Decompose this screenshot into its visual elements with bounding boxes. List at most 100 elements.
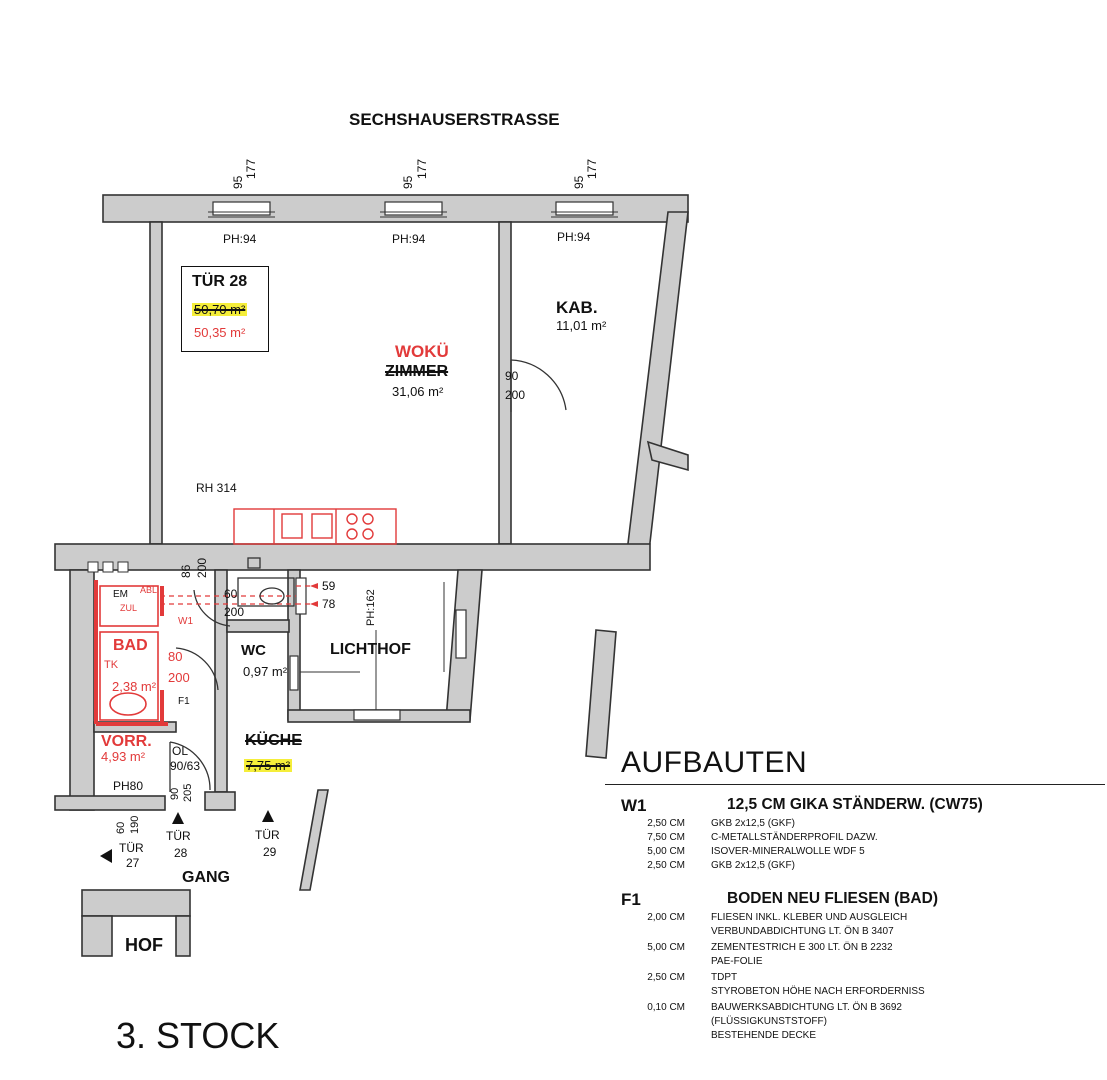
room-hof-name: HOF	[125, 935, 163, 955]
room-bad-area: 2,38 m²	[112, 679, 157, 694]
legend-rule	[605, 784, 1105, 785]
lichthof-windows	[289, 577, 467, 721]
tur-29-marker	[262, 810, 274, 822]
room-bad-name: BAD	[113, 637, 148, 654]
window-1-dim-bottom: 177	[244, 158, 258, 179]
legend-w1-row-dim: 2,50 CM	[647, 818, 685, 829]
legend-f1-row-desc: BAUWERKSABDICHTUNG LT. ÖN B 3692	[711, 1002, 902, 1013]
legend-w1-row-dim: 7,50 CM	[647, 832, 685, 843]
legend-f1-row-dim: 2,00 CM	[647, 912, 685, 923]
door-bad-width: 80	[168, 649, 183, 664]
room-main-height: RH 314	[196, 481, 237, 495]
door-kab-swing	[510, 359, 567, 411]
label-abl: ABL	[140, 585, 158, 595]
tur-29-number: 29	[263, 845, 277, 859]
room-bad-abbr: TK	[104, 659, 119, 671]
apartment-area-old: 50,70 m²	[192, 302, 248, 317]
room-vorr-name: VORR.	[101, 733, 152, 750]
legend-f1-row-desc: STYROBETON HÖHE NACH ERFORDERNISS	[711, 986, 925, 997]
wall-corridor-mid	[204, 791, 236, 811]
tur-28-label: TÜR	[166, 829, 191, 843]
window-2	[384, 201, 443, 216]
door-markers	[100, 810, 274, 863]
legend-f1-row-dim: 0,10 CM	[647, 1002, 685, 1013]
tur-29-label: TÜR	[255, 828, 280, 842]
wall-left	[149, 221, 163, 545]
wall-kab	[498, 221, 512, 545]
window-3-ph: PH:94	[557, 230, 591, 244]
legend-f1-row-desc: PAE-FOLIE	[711, 956, 763, 967]
room-kab-name: KAB.	[556, 298, 598, 317]
wall-corridor-right	[299, 789, 329, 891]
washbasin	[109, 692, 147, 716]
legend-f1-row-desc: BESTEHENDE DECKE	[711, 1030, 817, 1041]
window-1-ph: PH:94	[223, 232, 257, 246]
legend-title: AUFBAUTEN	[621, 746, 808, 779]
ol-label: OL	[172, 744, 189, 758]
apartment-area-new: 50,35 m²	[194, 325, 246, 340]
legend-f1-row-dim: 5,00 CM	[647, 942, 685, 953]
lichthof-window-b: 78	[322, 597, 336, 611]
legend-w1-code: W1	[621, 796, 647, 815]
legend-f1-code: F1	[621, 890, 641, 909]
wall-middle	[54, 543, 651, 571]
legend-f1-row-desc: (FLÜSSIGKUNSTSTOFF)	[711, 1016, 827, 1027]
door-wc-width: 60	[224, 587, 238, 601]
door-wc-height: 200	[224, 605, 245, 619]
legend-f1-row-desc: FLIESEN INKL. KLEBER UND AUSGLEICH	[711, 912, 908, 923]
legend-w1-row-desc: C-METALLSTÄNDERPROFIL DAZW.	[711, 832, 878, 843]
window-3-dim-bottom: 177	[585, 158, 599, 179]
door-entry-height: 205	[182, 783, 194, 802]
window-2-dim-top: 95	[401, 175, 415, 189]
door-kab-width: 90	[505, 369, 519, 383]
room-gang-name: GANG	[182, 869, 230, 886]
legend-w1-row-desc: GKB 2x12,5 (GKF)	[711, 818, 795, 829]
room-kab-area: 11,01 m²	[556, 318, 607, 333]
legend-f1-heading: BODEN NEU FLIESEN (BAD)	[727, 890, 938, 907]
door-vorr-swing	[169, 741, 211, 791]
window-1	[212, 201, 271, 216]
window-2-dim-bottom: 177	[415, 158, 429, 179]
window-2-ph: PH:94	[392, 232, 426, 246]
room-kueche-area: 7,75 m²	[244, 758, 293, 773]
bathroom-fixtures	[94, 580, 168, 726]
window-1-dim-top: 95	[231, 175, 245, 189]
window-3-dim-top: 95	[572, 175, 586, 189]
wall-bad-left	[69, 569, 95, 811]
wall-outer-right	[625, 211, 689, 561]
lichthof-lines	[300, 582, 445, 710]
wall-hof-right	[175, 915, 191, 957]
vent-dim-b: 200	[195, 557, 209, 578]
washing-machine	[99, 585, 159, 627]
street-name: SECHSHAUSERSTRASSE	[349, 110, 560, 129]
wall-corridor-left	[54, 795, 166, 811]
ph80-label: PH80	[113, 779, 144, 793]
door-bad-height: 200	[168, 670, 190, 685]
corridor-door-b: 190	[129, 815, 141, 834]
vent-dim-a: 86	[179, 564, 193, 578]
wall-hof	[81, 889, 191, 917]
label-f1: F1	[178, 696, 190, 707]
label-w1: W1	[178, 616, 193, 627]
door-wc-swing	[193, 589, 231, 627]
room-kueche-name: KÜCHE	[245, 732, 302, 749]
tur-28-number: 28	[174, 846, 188, 860]
wall-hof-left	[81, 915, 113, 957]
wc-fixture	[237, 557, 295, 607]
legend-f1-row-desc: TDPT	[711, 972, 738, 983]
ol-value: 90/63	[170, 759, 201, 773]
room-vorr-area: 4,93 m²	[101, 749, 146, 764]
legend-w1-row-desc: GKB 2x12,5 (GKF)	[711, 860, 795, 871]
wall-neighbour	[585, 629, 617, 759]
corridor-door-a: 60	[115, 821, 127, 834]
room-wc-area: 0,97 m²	[243, 664, 288, 679]
legend-f1-row-desc: ZEMENTESTRICH E 300 LT. ÖN B 2232	[711, 942, 893, 953]
wall-stub-right	[646, 440, 689, 472]
room-lichthof-name: LICHTHOF	[330, 641, 411, 658]
apartment-info-box	[181, 266, 269, 352]
floor-label: 3. STOCK	[116, 1015, 280, 1056]
wall-wc	[226, 619, 290, 633]
door-bad-swing	[175, 647, 219, 691]
tur-27-marker	[100, 849, 112, 863]
lichthof-window-a: 59	[322, 579, 336, 593]
